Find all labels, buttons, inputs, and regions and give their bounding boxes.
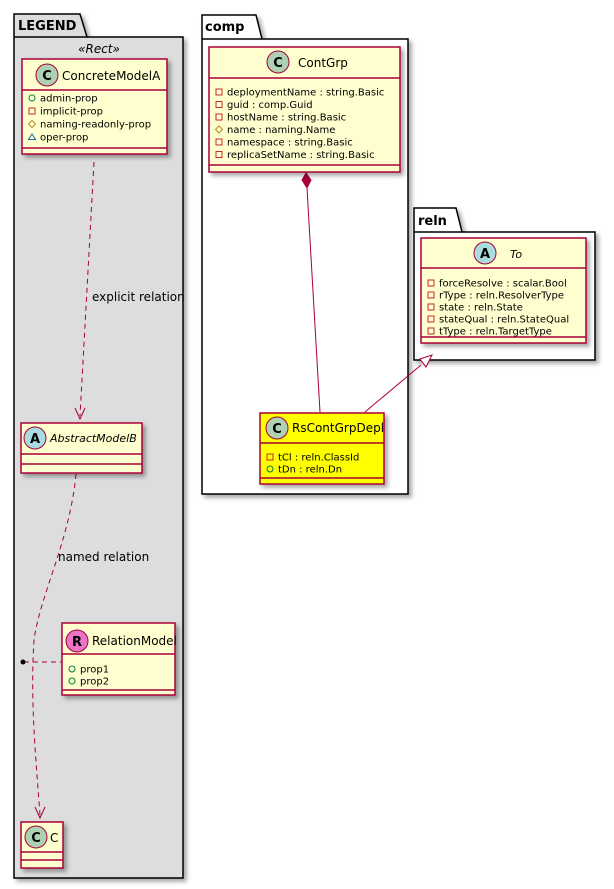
svg-text:C: C <box>273 56 283 71</box>
visibility-public-icon <box>266 465 274 473</box>
visibility-private-icon <box>215 151 223 158</box>
attribute-text: guid : comp.Guid <box>227 100 313 111</box>
class-r-badge: R <box>65 629 89 653</box>
attribute-text: admin-prop <box>40 94 98 105</box>
named-relation-label: named relation <box>58 550 149 564</box>
visibility-public-icon <box>68 677 76 685</box>
attribute-text: replicaSetName : string.Basic <box>227 150 375 161</box>
attribute-row: stateQual : reln.StateQual <box>427 315 569 326</box>
class-a-badge: A <box>473 241 497 265</box>
package-reln-title: reln <box>418 214 447 229</box>
svg-text:C: C <box>42 69 52 84</box>
visibility-private-icon <box>215 113 223 121</box>
visibility-protected-icon <box>27 119 37 129</box>
attribute-row: rType : reln.ResolverType <box>427 291 564 302</box>
attribute-text: hostName : string.Basic <box>227 113 346 124</box>
attribute-text: forceResolve : scalar.Bool <box>439 279 567 290</box>
attribute-row: namespace : string.Basic <box>215 138 353 149</box>
class-cont-grp[interactable]: C ContGrp deploymentName : string.Basicg… <box>208 46 401 173</box>
composition-contgrp-rscontgrpdepl <box>301 172 321 413</box>
attribute-row: guid : comp.Guid <box>215 100 313 111</box>
attribute-text: namespace : string.Basic <box>227 138 353 149</box>
association-dot <box>20 659 26 665</box>
package-legend-stereotype: «Rect» <box>78 42 120 56</box>
attribute-row: naming-readonly-prop <box>27 119 151 131</box>
attribute-text: prop1 <box>80 665 109 676</box>
visibility-private-icon <box>215 101 223 108</box>
attribute-row: prop1 <box>68 665 109 676</box>
attribute-text: deploymentName : string.Basic <box>227 88 384 99</box>
class-name: RsContGrpDepl <box>292 421 384 435</box>
visibility-protected-icon <box>214 125 224 134</box>
attribute-row: tDn : reln.Dn <box>266 465 342 476</box>
class-c-badge: C <box>24 825 48 849</box>
class-name: AbstractModelB <box>49 432 137 445</box>
class-name: To <box>510 248 522 261</box>
class-c-badge: C <box>266 50 290 74</box>
attribute-row: name : naming.Name <box>214 125 335 136</box>
package-comp-title: comp <box>205 20 245 35</box>
class-name: ContGrp <box>298 56 348 70</box>
attribute-text: state : reln.State <box>439 303 523 314</box>
attribute-text: oper-prop <box>40 133 88 144</box>
explicit-relation-label: explicit relation <box>92 290 185 304</box>
visibility-public-icon <box>68 665 76 673</box>
attribute-text: stateQual : reln.StateQual <box>439 315 569 326</box>
class-a-badge: A <box>23 426 47 450</box>
attribute-row: tType : reln.TargetType <box>427 327 552 338</box>
attribute-row: implicit-prop <box>28 107 103 118</box>
attribute-text: implicit-prop <box>40 107 103 118</box>
attribute-row: admin-prop <box>28 94 98 105</box>
class-abstract-model-b[interactable]: A AbstractModelB <box>20 422 143 474</box>
class-c-badge: C <box>35 63 59 87</box>
visibility-private-icon <box>28 107 36 115</box>
attribute-row: replicaSetName : string.Basic <box>215 150 375 161</box>
attribute-text: rType : reln.ResolverType <box>439 291 564 302</box>
class-c-badge: C <box>265 416 289 440</box>
visibility-private-icon <box>427 303 435 311</box>
svg-text:A: A <box>30 432 40 447</box>
attribute-row: oper-prop <box>27 133 88 144</box>
visibility-private-icon <box>427 327 435 335</box>
attribute-text: tCl : reln.ClassId <box>278 453 359 464</box>
visibility-private-icon <box>215 88 223 96</box>
class-name: C <box>50 831 58 845</box>
attribute-row: forceResolve : scalar.Bool <box>427 279 567 290</box>
visibility-private-icon <box>266 453 274 461</box>
visibility-public-icon <box>28 94 36 102</box>
visibility-private-icon <box>427 279 435 287</box>
attribute-text: tDn : reln.Dn <box>278 465 342 476</box>
svg-text:A: A <box>480 247 490 262</box>
attribute-row: deploymentName : string.Basic <box>215 88 384 99</box>
visibility-package-icon <box>27 133 37 140</box>
class-name: RelationModel <box>92 634 177 648</box>
attribute-text: tType : reln.TargetType <box>439 327 552 338</box>
attribute-row: hostName : string.Basic <box>215 113 346 124</box>
attribute-row: tCl : reln.ClassId <box>266 453 359 464</box>
svg-text:R: R <box>72 635 82 650</box>
inheritance-rscontgrpdepl-to <box>364 354 433 413</box>
svg-text:C: C <box>272 422 282 437</box>
visibility-private-icon <box>215 138 223 146</box>
attribute-text: name : naming.Name <box>227 125 335 136</box>
class-c[interactable]: C C <box>20 821 64 869</box>
package-legend-title: LEGEND <box>18 19 77 34</box>
explicit-relation: explicit relation <box>74 161 185 421</box>
class-concrete-model-a[interactable]: C ConcreteModelA admin-prop implicit-prop… <box>21 58 168 155</box>
visibility-private-icon <box>427 315 435 323</box>
attribute-row: prop2 <box>68 677 109 688</box>
attribute-row: state : reln.State <box>427 303 523 314</box>
svg-text:C: C <box>31 831 41 846</box>
class-name: ConcreteModelA <box>62 69 161 83</box>
attribute-text: naming-readonly-prop <box>40 120 151 131</box>
attribute-text: prop2 <box>80 677 109 688</box>
visibility-private-icon <box>427 291 435 299</box>
named-relation: named relation <box>20 473 149 820</box>
